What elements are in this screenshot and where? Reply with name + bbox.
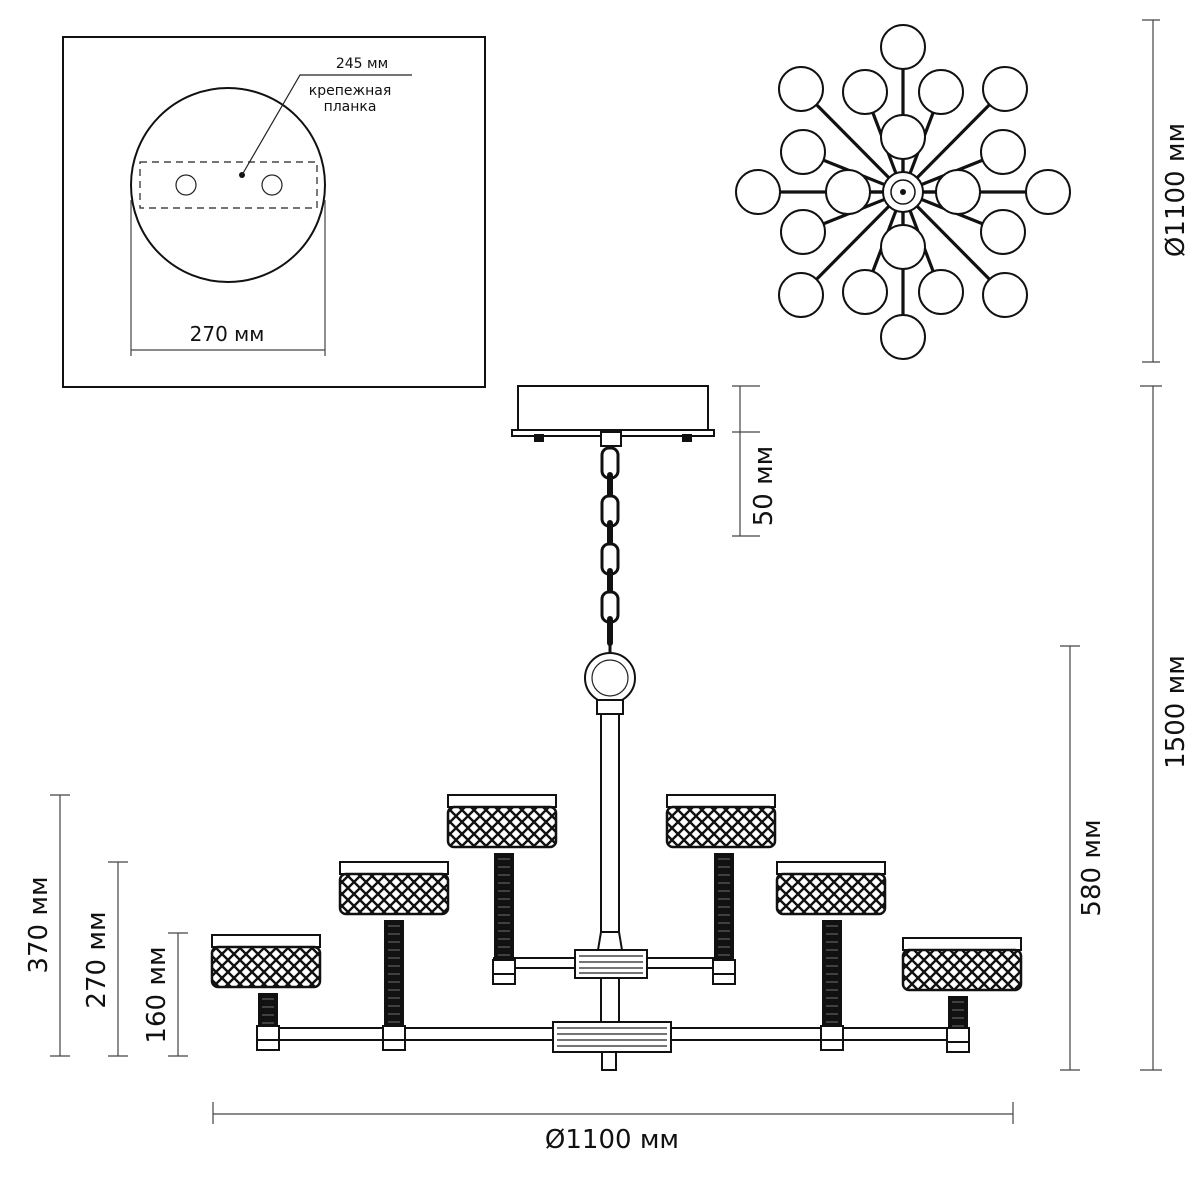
lamp-mesh-shade — [901, 948, 1023, 992]
top-globe — [982, 66, 1028, 112]
total-height-dimension: 1500 мм — [1140, 385, 1191, 1071]
top-globe — [980, 209, 1026, 255]
chain-link — [607, 520, 613, 550]
top-globe — [880, 224, 926, 270]
top-globe — [735, 169, 781, 215]
lamp — [665, 794, 777, 985]
total-height-label: 1500 мм — [1161, 655, 1191, 769]
tier3-height-label: 370 мм — [24, 876, 54, 973]
lamp-heads — [210, 794, 1023, 1053]
lamp-diffuser — [211, 934, 321, 948]
plate-caption-line2: планка — [324, 99, 377, 115]
top-arm — [901, 190, 1007, 297]
tier2-height-label: 270 мм — [82, 911, 112, 1008]
canopy-circle — [130, 87, 326, 283]
width-label: Ø1100 мм — [545, 1125, 679, 1155]
top-globe — [918, 69, 964, 115]
canopy-height-dimension: 50 мм — [732, 385, 779, 537]
tier1-height-label: 160 мм — [142, 946, 172, 1043]
canopy-body — [517, 385, 709, 433]
chain — [600, 446, 620, 652]
base-width-label: 270 мм — [190, 322, 265, 346]
chain-link — [607, 616, 613, 646]
plate-size-label: 245 мм — [336, 56, 388, 72]
chain-link — [607, 472, 613, 502]
top-globe — [825, 169, 871, 215]
top-globe — [780, 129, 826, 175]
top-globe — [880, 314, 926, 360]
plate-hole-left — [175, 174, 197, 196]
top-hub-center — [900, 189, 906, 195]
side-view — [210, 385, 1023, 1071]
top-globe — [1025, 169, 1071, 215]
central-stem — [600, 701, 620, 933]
plate-hole-right — [261, 174, 283, 196]
top-arm — [799, 87, 905, 194]
chain-hook — [600, 431, 622, 447]
lamp-stem — [258, 993, 278, 1028]
lamp-diffuser — [339, 861, 449, 875]
top-globe — [842, 69, 888, 115]
top-view — [735, 24, 1071, 360]
lamp-diffuser — [666, 794, 776, 808]
top-globe — [935, 169, 981, 215]
lamp-mesh-shade — [210, 945, 322, 989]
lamp-mesh-shade — [775, 872, 887, 916]
plate-caption-line1: крепежная — [309, 83, 392, 99]
upper-hub — [574, 949, 648, 979]
top-globe — [880, 24, 926, 70]
plate-leader — [241, 74, 412, 176]
mounting-inset: 245 мм крепежная планка 270 мм — [62, 36, 486, 388]
lamp-mesh-shade — [446, 805, 558, 849]
top-arm — [901, 87, 1007, 194]
tier2-height-dimension: 270 мм — [82, 861, 128, 1057]
tier3-height-dimension: 370 мм — [24, 794, 70, 1057]
lamp — [338, 861, 450, 1051]
top-globe — [842, 269, 888, 315]
lamp — [775, 861, 887, 1051]
body-height-dimension: 580 мм — [1060, 645, 1107, 1071]
tier1-height-dimension: 160 мм — [142, 932, 188, 1057]
top-diameter-dimension: Ø1100 мм — [1142, 19, 1191, 363]
lamp-diffuser — [447, 794, 557, 808]
canopy-height-label: 50 мм — [749, 446, 779, 527]
lamp-stem — [494, 853, 514, 962]
lamp-diffuser — [776, 861, 886, 875]
top-globe — [778, 272, 824, 318]
lamp-diffuser — [902, 937, 1022, 951]
top-arm — [799, 190, 905, 297]
inset-frame — [62, 36, 486, 388]
top-diameter-label: Ø1100 мм — [1161, 123, 1191, 257]
chain-link — [607, 568, 613, 598]
top-globe — [780, 209, 826, 255]
lamp-mesh-shade — [665, 805, 777, 849]
body-height-label: 580 мм — [1077, 819, 1107, 916]
lamp-stem — [714, 853, 734, 962]
lamp — [210, 934, 322, 1051]
top-globe — [918, 269, 964, 315]
lamp-mesh-shade — [338, 872, 450, 916]
top-globe — [880, 114, 926, 160]
lamp — [446, 794, 558, 985]
lamp — [901, 937, 1023, 1053]
width-dimension: Ø1100 мм — [212, 1102, 1014, 1155]
mounting-plate — [139, 161, 318, 209]
lower-hub — [552, 1021, 672, 1053]
lamp-stem — [948, 996, 968, 1030]
top-globe — [982, 272, 1028, 318]
top-globe — [980, 129, 1026, 175]
top-globe — [778, 66, 824, 112]
